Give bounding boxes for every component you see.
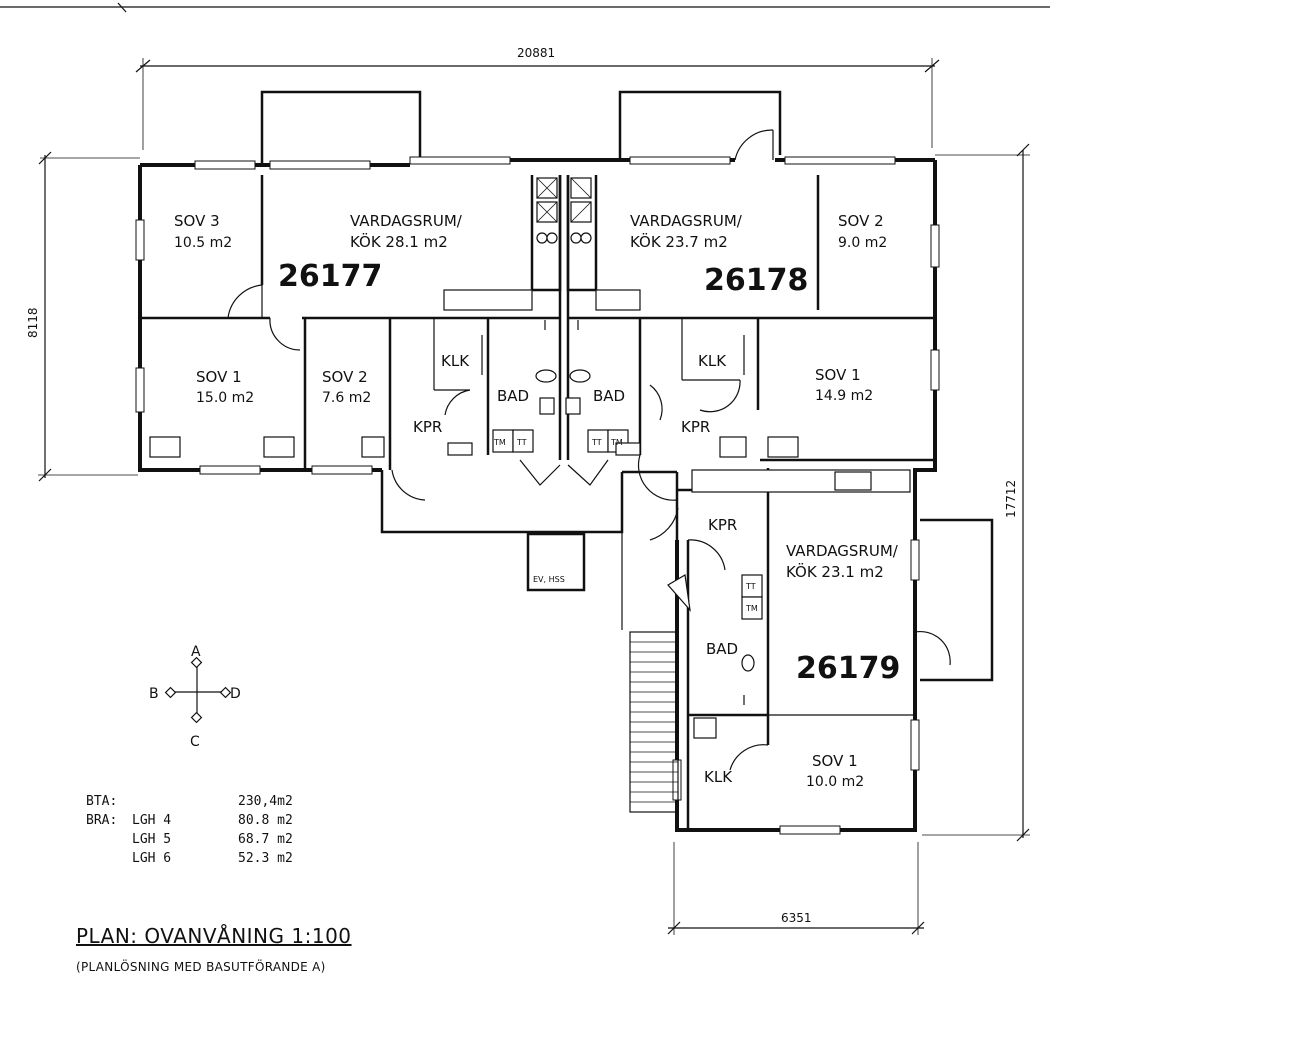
compass-label-d: D: [230, 686, 241, 702]
room-name-klk: KLK: [704, 768, 733, 786]
room-area-sov1: 15.0 m2: [196, 390, 254, 406]
room-name-sov1: SOV 1: [196, 368, 242, 386]
legend-apartment-value: 68.7 m2: [238, 832, 293, 847]
room-area-sov2: 7.6 m2: [322, 390, 371, 406]
legend-bta-value: 230,4m2: [238, 794, 293, 809]
dimension-bottom: 6351: [781, 911, 812, 925]
room-name-living: VARDAGSRUM/: [630, 212, 743, 230]
compass-label-b: B: [149, 686, 159, 702]
apartment-number: 26178: [704, 263, 808, 298]
room-name-kpr: KPR: [413, 418, 442, 436]
room-area-sov3: 10.5 m2: [174, 235, 232, 251]
elevator-label: EV, HSS: [533, 575, 565, 584]
legend-row: LGH 5 68.7 m2: [86, 830, 328, 849]
room-name-living: VARDAGSRUM/: [350, 212, 463, 230]
room-area-living: KÖK 23.7 m2: [630, 232, 728, 251]
compass-label-a: A: [191, 644, 201, 660]
room-name-klk: KLK: [698, 352, 727, 370]
legend-row: BRA: LGH 4 80.8 m2: [86, 811, 328, 830]
room-name-bad: BAD: [593, 387, 625, 405]
room-name-bad: BAD: [706, 640, 738, 658]
room-name-sov1: SOV 1: [812, 752, 858, 770]
room-area-living: KÖK 28.1 m2: [350, 232, 448, 251]
apartment-26178: VARDAGSRUM/ KÖK 23.7 m2 26178 SOV 2 9.0 …: [591, 212, 887, 447]
windows: [135, 156, 940, 835]
plan-subtitle: (PLANLÖSNING MED BASUTFÖRANDE A): [76, 960, 326, 974]
room-name-sov2: SOV 2: [322, 368, 368, 386]
dimension-right: 17712: [1004, 480, 1018, 518]
room-name-kpr: KPR: [708, 516, 737, 534]
room-name-klk: KLK: [441, 352, 470, 370]
area-legend: BTA: 230,4m2 BRA: LGH 4 80.8 m2 LGH 5 68…: [86, 792, 328, 868]
legend-apartment-value: 80.8 m2: [238, 813, 293, 828]
dimension-left: 8118: [26, 307, 40, 338]
balconies: [260, 90, 994, 682]
legend-apartment-name: LGH 5: [132, 832, 172, 847]
exterior-walls: [138, 158, 937, 832]
legend-bra-label: BRA:: [86, 813, 118, 828]
legend-row-bta: BTA: 230,4m2: [86, 792, 328, 811]
room-name-sov1: SOV 1: [815, 366, 861, 384]
external-stair: [629, 631, 679, 813]
legend-row: LGH 6 52.3 m2: [86, 849, 328, 868]
apartment-number: 26179: [796, 651, 900, 686]
legend-apartment-value: 52.3 m2: [238, 851, 293, 866]
apartment-26179: VARDAGSRUM/ KÖK 23.1 m2 26179 KPR BAD KL…: [704, 516, 900, 790]
tt-label: TT: [745, 582, 756, 591]
fixtures: [149, 177, 872, 739]
compass: [164, 656, 232, 724]
tm-label: TM: [493, 438, 506, 447]
legend-bta-label: BTA:: [86, 794, 118, 809]
interior-walls: [140, 175, 935, 830]
room-area-living: KÖK 23.1 m2: [786, 562, 884, 581]
room-name-sov3: SOV 3: [174, 212, 220, 230]
plan-title: PLAN: OVANVÅNING 1:100: [76, 924, 352, 948]
legend-apartment-name: LGH 6: [132, 851, 172, 866]
compass-label-c: C: [190, 734, 200, 750]
room-area-sov1: 14.9 m2: [815, 388, 873, 404]
room-name-sov2: SOV 2: [838, 212, 884, 230]
room-name-kpr: KPR: [681, 418, 710, 436]
door-swings: [227, 129, 951, 771]
room-area-sov1: 10.0 m2: [806, 774, 864, 790]
room-area-sov2: 9.0 m2: [838, 235, 887, 251]
dimension-lines: [38, 58, 1030, 935]
page-top-tick: [117, 2, 127, 13]
tt-label: TT: [591, 438, 602, 447]
room-name-bad: BAD: [497, 387, 529, 405]
apartment-number: 26177: [278, 259, 382, 294]
elevator-shaft: [526, 532, 586, 592]
legend-apartment-name: LGH 4: [132, 813, 172, 828]
tm-label: TM: [610, 438, 623, 447]
tt-label: TT: [516, 438, 527, 447]
tm-label: TM: [745, 604, 758, 613]
dimension-top: 20881: [517, 46, 555, 60]
apartment-26177: SOV 3 10.5 m2 VARDAGSRUM/ KÖK 28.1 m2 26…: [174, 212, 529, 447]
room-name-living: VARDAGSRUM/: [786, 542, 899, 560]
